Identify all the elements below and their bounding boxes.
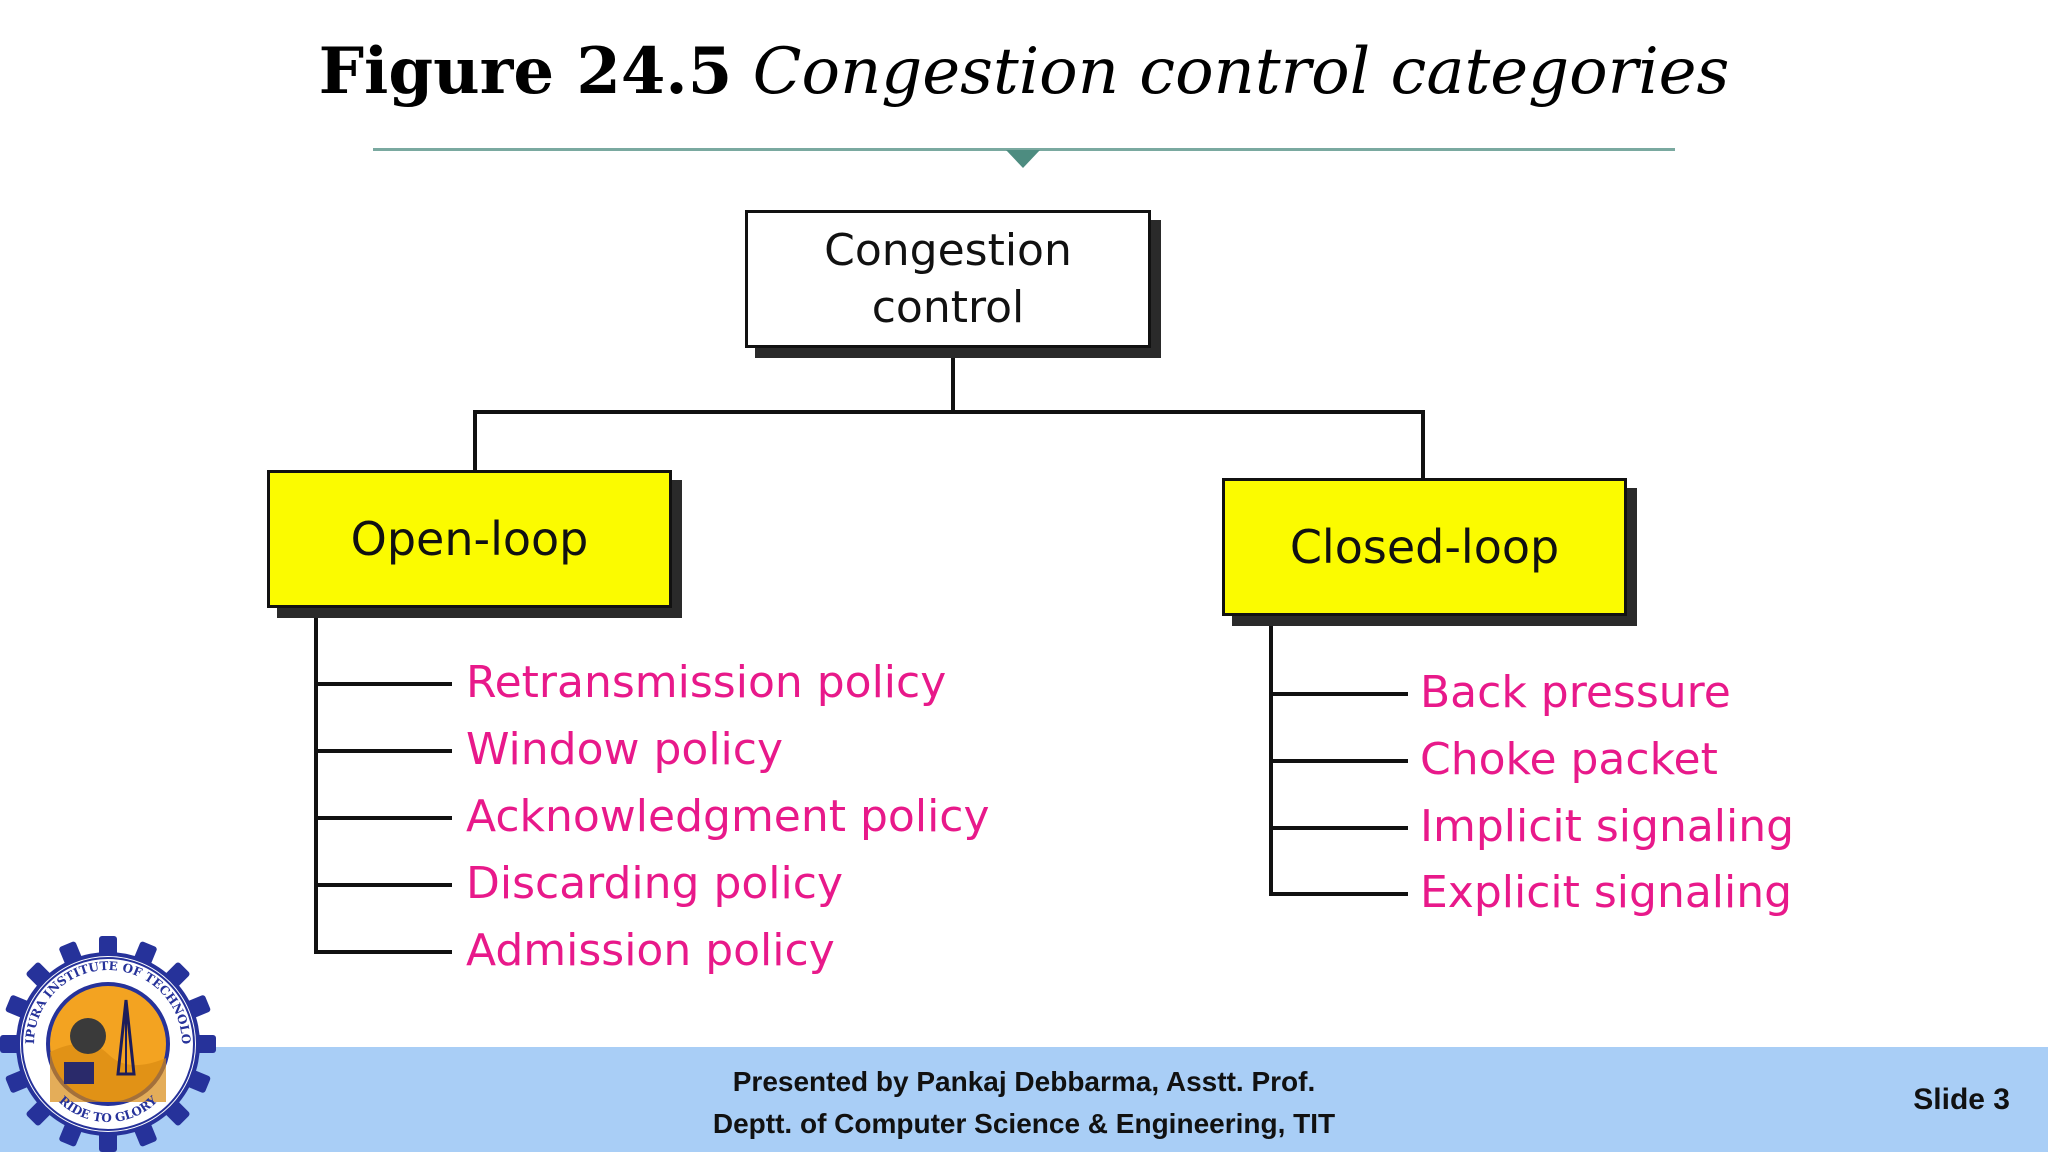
title-divider — [373, 148, 1675, 151]
list-item: Window policy — [466, 724, 784, 775]
list-item: Discarding policy — [466, 858, 843, 909]
closed-loop-label: Closed-loop — [1289, 520, 1560, 574]
divider-arrow-icon — [1006, 150, 1040, 168]
institute-logo-graphic: TRIPURA INSTITUTE OF TECHNOLOGY RIDE TO … — [0, 936, 216, 1152]
list-item: Choke packet — [1420, 734, 1718, 785]
figure-name: Congestion control categories — [752, 35, 1730, 109]
list-item: Explicit signaling — [1420, 867, 1793, 918]
open-loop-label: Open-loop — [350, 512, 589, 566]
list-item: Admission policy — [466, 925, 835, 976]
figure-number: Figure 24.5 — [318, 34, 733, 109]
slide-number: Slide 3 — [1913, 1083, 2010, 1116]
list-item: Acknowledgment policy — [466, 791, 990, 842]
list-item: Retransmission policy — [466, 657, 947, 708]
node-closed-loop: Closed-loop — [1222, 478, 1627, 616]
node-open-loop: Open-loop — [267, 470, 672, 608]
root-node-congestion-control: Congestion control — [745, 210, 1151, 348]
slide-title: Figure 24.5 Congestion control categorie… — [0, 34, 2048, 109]
footer-bar — [0, 1047, 2048, 1152]
presenter-credit: Presented by Pankaj Debbarma, Asstt. Pro… — [732, 1066, 1316, 1097]
institute-gear-seal-icon: TRIPURA INSTITUTE OF TECHNOLOGY RIDE TO … — [0, 932, 222, 1152]
root-label-line2: control — [871, 282, 1025, 333]
list-item: Implicit signaling — [1420, 801, 1795, 852]
list-item: Back pressure — [1420, 667, 1731, 718]
department-credit: Deptt. of Computer Science & Engineering… — [712, 1108, 1336, 1139]
root-label-line1: Congestion — [824, 224, 1072, 276]
